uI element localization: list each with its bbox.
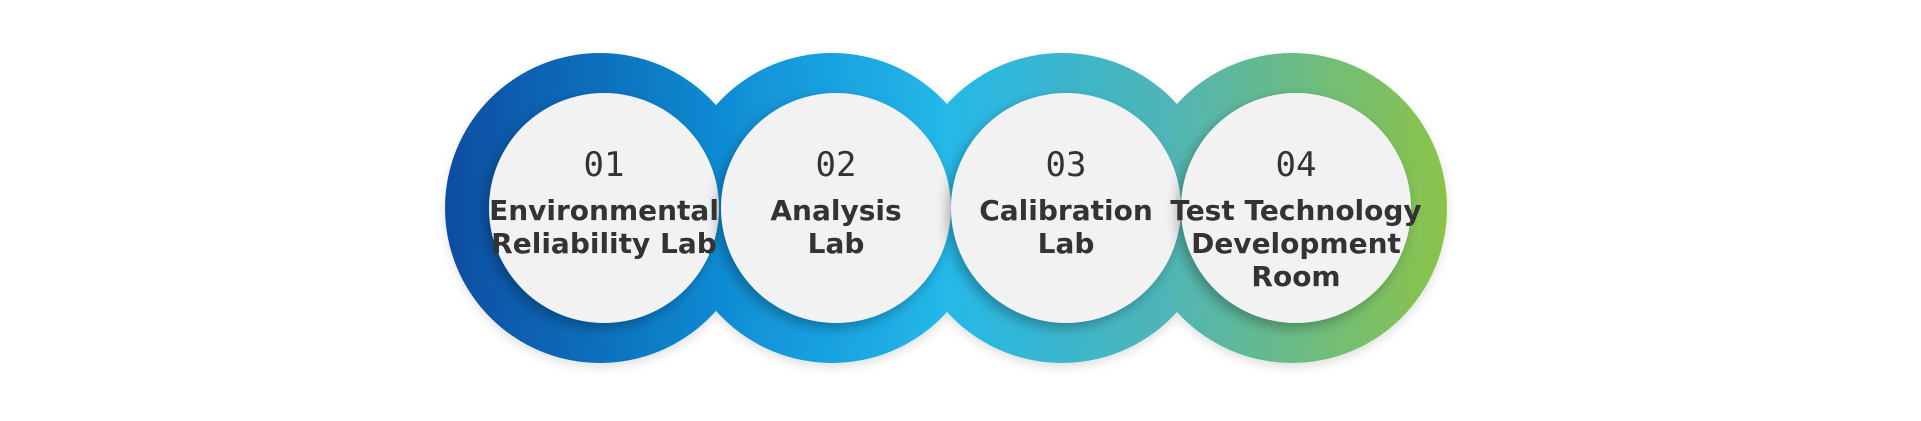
step-1-number: 01 bbox=[584, 145, 625, 185]
step-4-title-line-3: Room bbox=[1251, 260, 1340, 293]
step-4-title-line-2: Development bbox=[1191, 227, 1401, 260]
step-1-title-line-2: Reliability Lab bbox=[491, 227, 717, 260]
step-2-number: 02 bbox=[816, 145, 857, 185]
step-3-title-line-1: Calibration bbox=[979, 194, 1153, 227]
step-3-inner-circle bbox=[951, 93, 1181, 323]
step-2-title-line-1: Analysis bbox=[770, 194, 901, 227]
inner-circles-group bbox=[489, 93, 1411, 323]
step-3-number: 03 bbox=[1046, 145, 1087, 185]
step-1-inner-circle bbox=[489, 93, 719, 323]
step-3-title-line-2: Lab bbox=[1038, 227, 1095, 260]
step-4-title-line-1: Test Technology bbox=[1170, 194, 1421, 227]
step-4-inner-circle bbox=[1181, 93, 1411, 323]
step-1-title-line-1: Environmental bbox=[489, 194, 719, 227]
step-2-title-line-2: Lab bbox=[808, 227, 865, 260]
step-2-inner-circle bbox=[721, 93, 951, 323]
step-4-number: 04 bbox=[1276, 145, 1317, 185]
